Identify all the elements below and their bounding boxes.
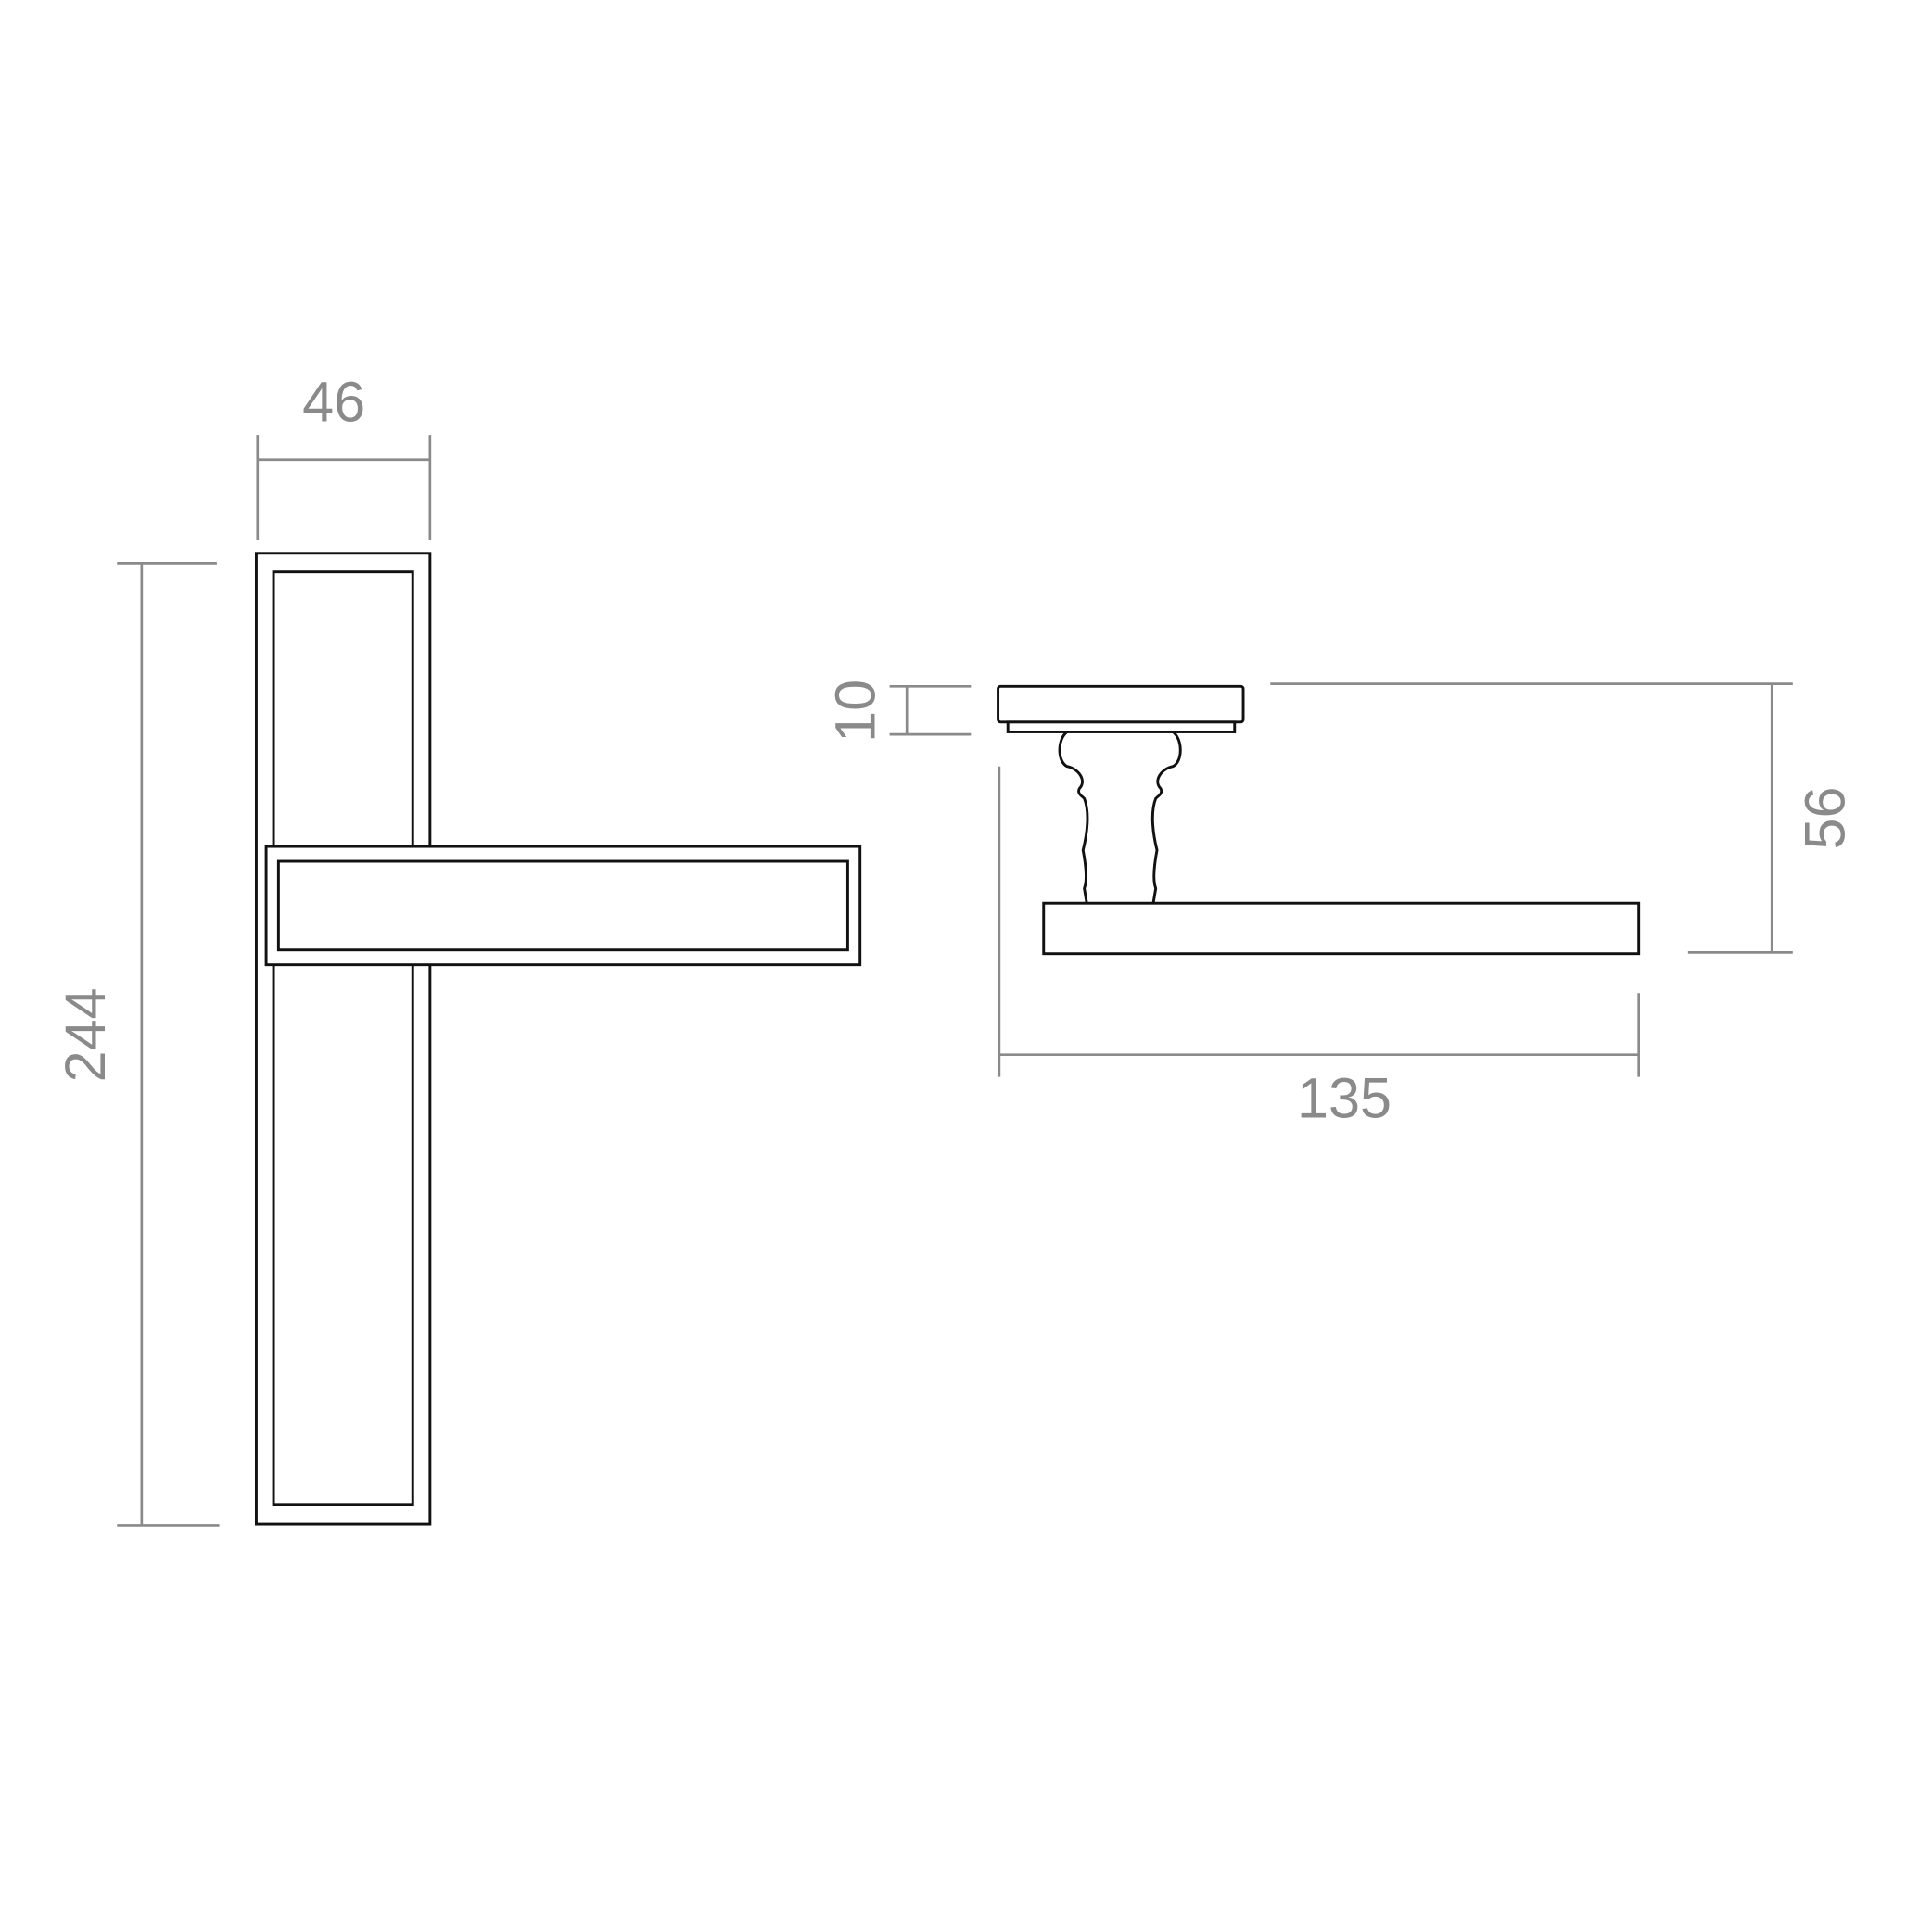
backplate-inner xyxy=(272,570,414,1506)
side-view xyxy=(997,684,1641,956)
dimension-135: 135 xyxy=(998,766,1641,1129)
rose-base xyxy=(1006,720,1237,733)
dimension-56: 56 xyxy=(1270,682,1857,954)
dimension-244: 244 xyxy=(54,562,220,1527)
dim-label-width: 46 xyxy=(302,371,365,434)
lever-neck-right xyxy=(1150,731,1182,904)
dimension-46: 46 xyxy=(256,371,432,540)
dim-label-height: 244 xyxy=(54,987,117,1082)
front-view xyxy=(254,552,862,1526)
dim-label-thickness: 10 xyxy=(824,680,887,743)
dim-label-projection: 56 xyxy=(1794,787,1857,850)
dim-label-length: 135 xyxy=(1297,1066,1392,1129)
lever-neck-left xyxy=(1058,731,1089,904)
lever-inner xyxy=(276,859,849,952)
rose-plate xyxy=(997,684,1245,724)
lever-side xyxy=(1042,901,1641,956)
dimension-10: 10 xyxy=(824,680,972,743)
